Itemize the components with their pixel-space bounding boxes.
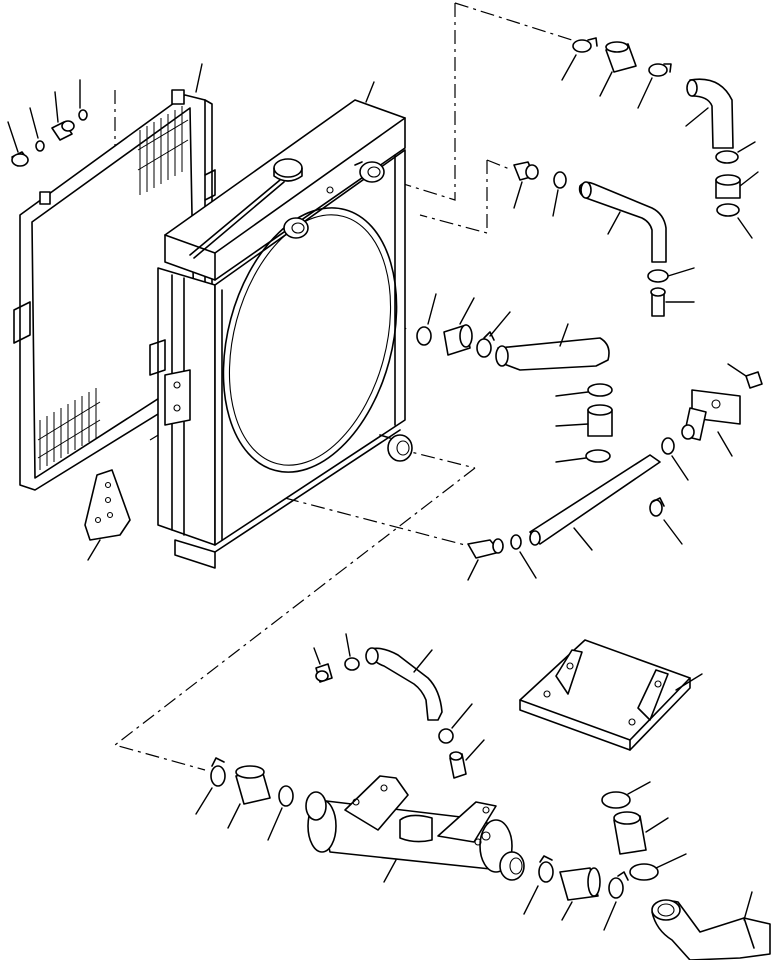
o-ring	[438, 703, 473, 744]
hose-clamp	[476, 311, 511, 358]
hose-clamp	[629, 853, 687, 881]
hose-sleeve	[555, 404, 613, 437]
connector-fitting	[313, 647, 333, 683]
connector-fitting	[650, 287, 695, 317]
hose-sleeve	[715, 171, 759, 199]
mount-tab	[171, 89, 185, 105]
hose-clamp	[601, 781, 651, 809]
upper-hose-group	[561, 37, 759, 239]
hose-clamp	[716, 203, 753, 239]
connector-fitting	[727, 363, 763, 389]
upper-radiator-hose-group	[416, 293, 610, 371]
hose-clamp	[555, 383, 613, 397]
bypass-tube	[578, 181, 667, 263]
plug	[7, 121, 29, 167]
o-ring	[29, 107, 45, 152]
hose-sleeve	[227, 765, 271, 829]
bypass-tube-lower	[195, 757, 629, 931]
upper-hose	[495, 323, 610, 371]
o-ring	[661, 437, 689, 481]
fan-shroud-opening	[222, 207, 398, 473]
hose-clamp	[267, 785, 294, 841]
mounting-bracket	[84, 469, 131, 561]
oil-cooler-tube	[305, 775, 525, 883]
hose-sleeve	[599, 41, 637, 97]
hose-clamp	[649, 497, 683, 545]
hose-sleeve	[443, 297, 475, 356]
hose-clamp	[715, 141, 756, 164]
connector-fitting	[467, 538, 504, 581]
water-pipe	[681, 389, 741, 457]
o-ring	[647, 267, 695, 283]
hose-clamp	[637, 63, 672, 109]
mount-tab	[39, 191, 51, 205]
o-ring	[78, 79, 88, 121]
radiator-assembly	[149, 99, 413, 569]
hose-sleeve	[613, 811, 669, 855]
hose-clamp	[603, 871, 629, 931]
hose-clamp	[561, 37, 598, 81]
elbow-hose	[651, 891, 771, 960]
hose-clamp	[523, 855, 554, 915]
lower-hose	[529, 454, 661, 551]
hose-clamp	[195, 757, 226, 815]
o-ring	[552, 171, 567, 217]
fin-hatching-bottom	[37, 388, 101, 470]
small-hose-group	[313, 633, 485, 779]
radiator-cap	[189, 158, 303, 259]
drain-valve	[449, 739, 485, 779]
fin-hatching-top	[137, 106, 189, 195]
connector-fitting	[513, 161, 539, 209]
support-bracket	[519, 639, 703, 751]
hose-clamp	[555, 449, 611, 463]
hose-clamp	[416, 293, 437, 346]
elbow-hose	[685, 78, 734, 149]
drain-valve	[51, 91, 75, 141]
hose-sleeve	[559, 867, 601, 921]
lower-elbow-group	[601, 781, 771, 960]
lower-hose-group	[529, 363, 763, 551]
elbow-fitting-group	[467, 534, 537, 581]
elbow-hose	[365, 647, 443, 721]
lower-outlet	[379, 434, 413, 462]
bypass-tube-group	[513, 161, 695, 317]
drain-valve-group	[7, 63, 375, 167]
upper-outlet	[283, 161, 385, 239]
o-ring	[344, 633, 360, 671]
o-ring	[510, 534, 537, 579]
